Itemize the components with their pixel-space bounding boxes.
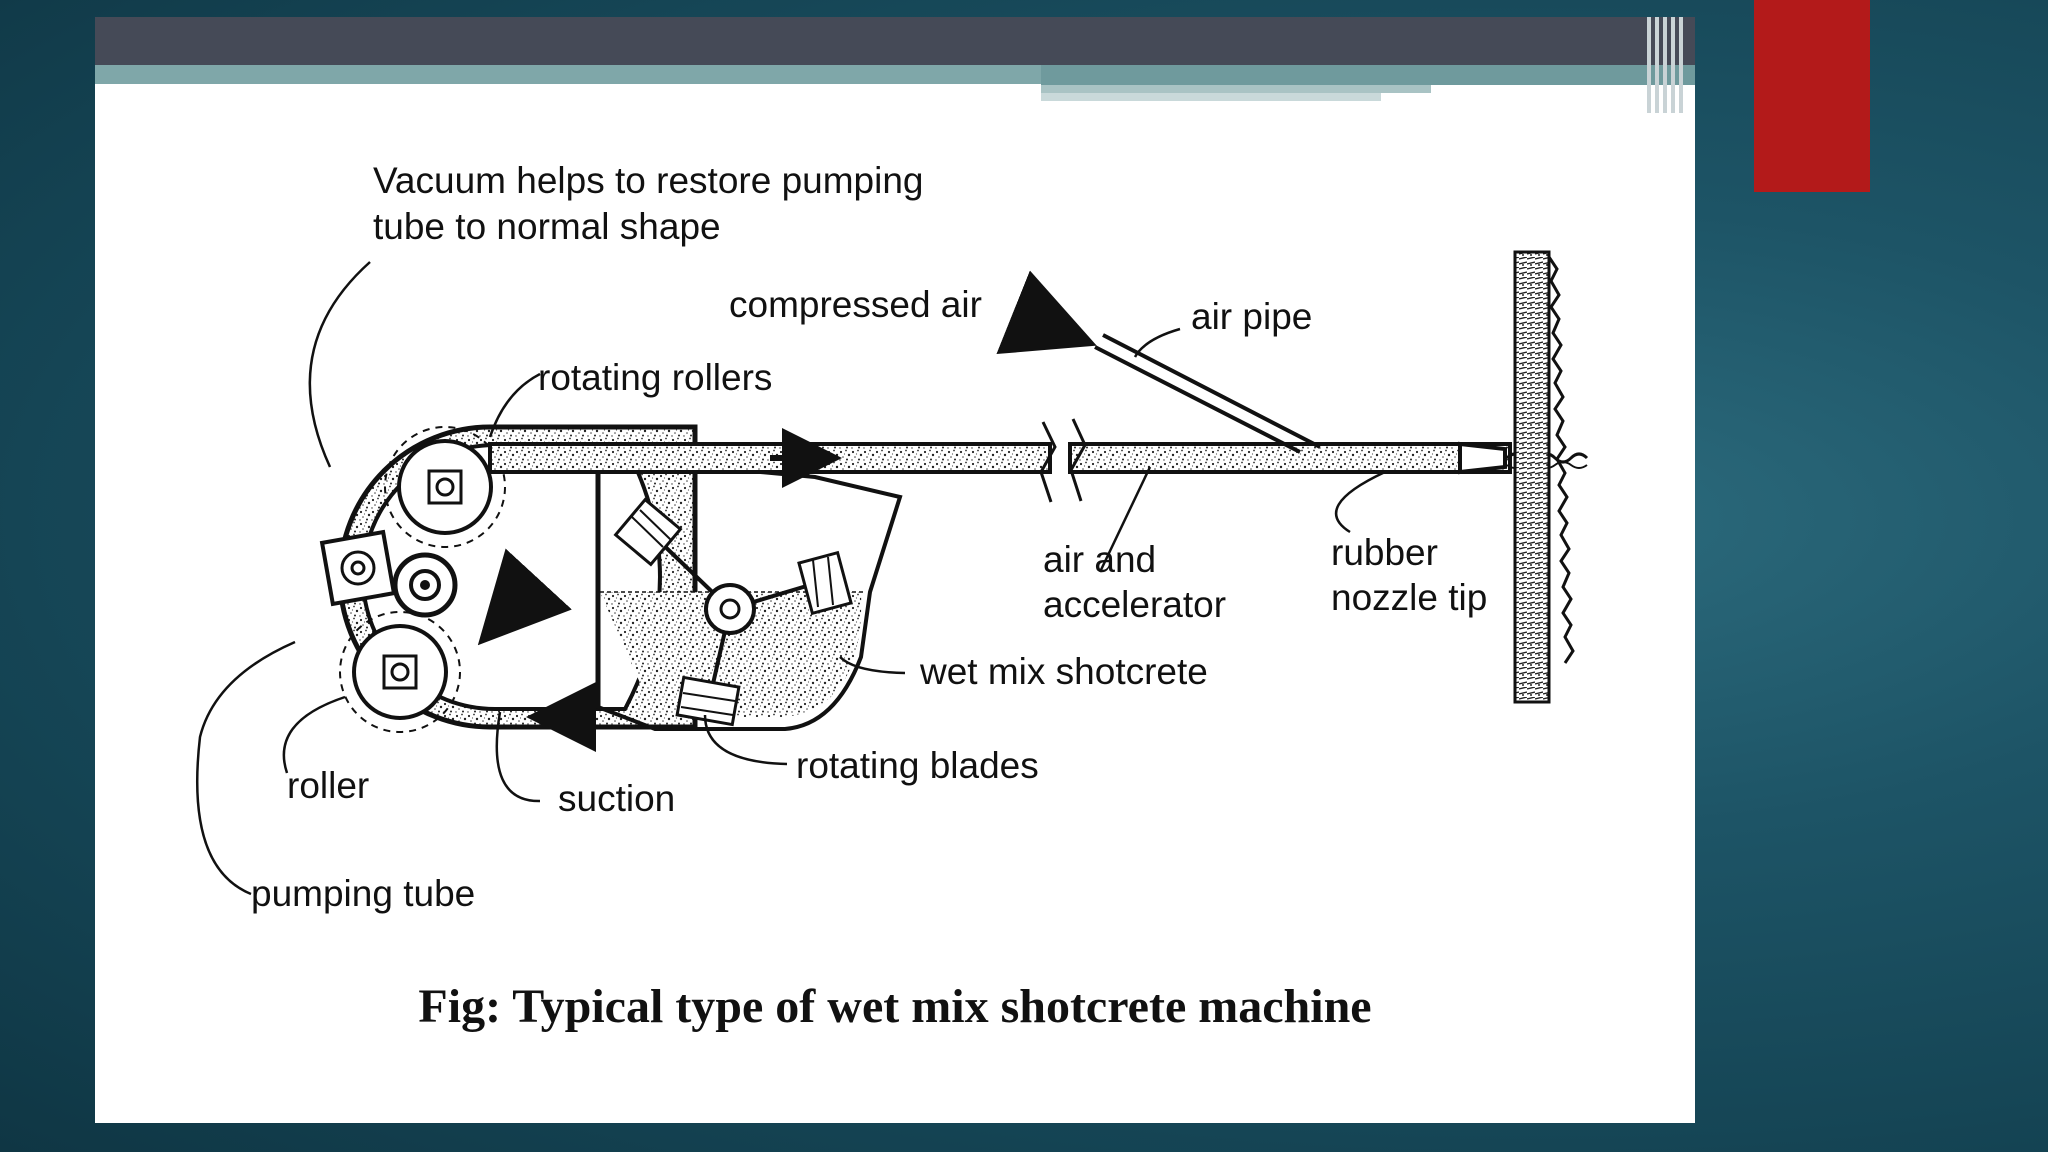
hopper-shotcrete [600, 592, 862, 717]
label-nozzle-tip: nozzle tip [1331, 577, 1487, 618]
roller-assembly [319, 426, 572, 733]
figure-caption: Fig: Typical type of wet mix shotcrete m… [418, 980, 1372, 1033]
label-suction: suction [558, 778, 675, 819]
label-rotating-rollers: rotating rollers [538, 357, 772, 398]
label-wet-mix-shotcrete: wet mix shotcrete [919, 651, 1208, 692]
blade [797, 550, 853, 616]
compressed-air-arrow [996, 270, 1097, 355]
air-pipe [1094, 345, 1301, 454]
leader-lines [196, 261, 1386, 896]
leader-air-accelerator [1098, 466, 1152, 573]
slide: Vacuum helps to restore pumping tube to … [95, 17, 1695, 1123]
roller-left-axle-core [350, 560, 366, 576]
hose-break [1039, 421, 1057, 503]
hopper-outline [596, 454, 903, 731]
slide-header-accent-line [1041, 85, 1431, 93]
red-accent-block [1754, 0, 1870, 192]
wall [1513, 250, 1575, 704]
leader-suction [495, 711, 541, 803]
blade-hub-core [719, 598, 741, 620]
slide-header-bar [95, 17, 1695, 65]
label-vacuum-line1: Vacuum helps to restore pumping [373, 160, 924, 201]
leader-pumping-tube [196, 640, 296, 896]
label-vacuum-line2: tube to normal shape [373, 206, 721, 247]
label-rubber: rubber [1331, 532, 1438, 573]
label-rotating-blades: rotating blades [796, 745, 1039, 786]
rotation-arrow [477, 548, 572, 646]
header-stripe [1671, 17, 1675, 113]
roller-bottom-dashed [339, 611, 461, 733]
leader-rubber-nozzle [1334, 470, 1386, 534]
leader-air-pipe [1133, 327, 1181, 358]
leader-wet-mix [839, 656, 906, 675]
leader-rotating-blades [703, 714, 788, 766]
wall-surface [1513, 250, 1551, 704]
label-air-and: air and [1043, 539, 1156, 580]
air-pipe [1102, 333, 1321, 449]
label-accelerator: accelerator [1043, 584, 1226, 625]
roller-bottom-axle [390, 662, 410, 682]
leader-rotating-rollers [488, 372, 541, 438]
slide-header-band-right [1041, 65, 1695, 85]
header-stripe [1679, 17, 1683, 113]
central-shaft-core [420, 580, 430, 590]
wall-texture [1547, 256, 1575, 664]
header-stripe [1655, 17, 1659, 113]
shotcrete-machine-diagram: Vacuum helps to restore pumping tube to … [196, 160, 1589, 914]
leader-vacuum [308, 261, 371, 468]
slide-header-accent-line-2 [1041, 93, 1381, 101]
roller-top-dashed [384, 426, 506, 548]
label-air-pipe: air pipe [1191, 296, 1312, 337]
nozzle [1458, 441, 1507, 475]
slide-header-band [95, 65, 1041, 84]
header-stripe [1663, 17, 1667, 113]
delivery-hose [488, 418, 1589, 503]
roller-top-axle [435, 477, 455, 497]
air-pipe-assembly [996, 270, 1321, 454]
label-pumping-tube: pumping tube [251, 873, 475, 914]
label-compressed-air: compressed air [729, 284, 982, 325]
leader-roller [282, 695, 346, 774]
header-stripe [1647, 17, 1651, 113]
hose-break [1069, 418, 1087, 502]
label-roller: roller [287, 765, 369, 806]
